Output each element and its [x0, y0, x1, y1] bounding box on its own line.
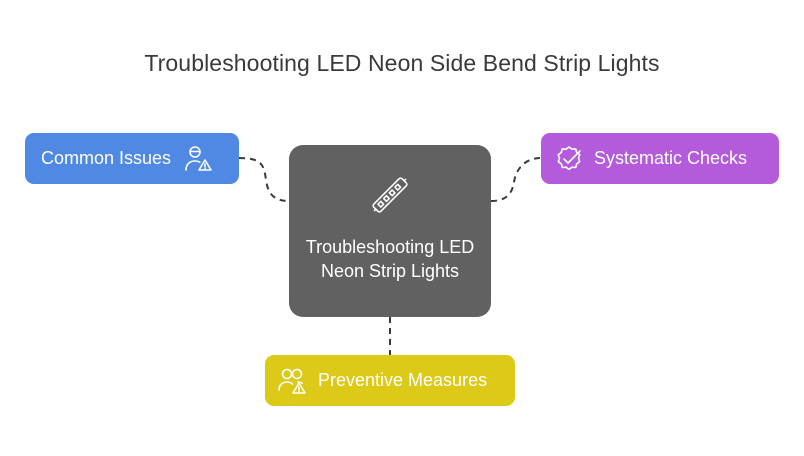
common-issues-node: Common Issues: [25, 133, 239, 184]
center-node: Troubleshooting LED Neon Strip Lights: [289, 145, 491, 317]
preventive-measures-label: Preventive Measures: [318, 370, 488, 390]
led-strip-icon: [372, 177, 408, 213]
systematic-checks-label: Systematic Checks: [594, 148, 748, 168]
users-warning-icon: [278, 368, 306, 394]
preventive-measures-node: Preventive Measures: [265, 355, 515, 406]
user-warning-icon: [185, 145, 212, 171]
systematic-checks-node: Systematic Checks: [541, 133, 779, 184]
connector-checks: [490, 157, 542, 202]
common-issues-label: Common Issues: [41, 148, 172, 168]
badge-check-icon: [557, 145, 581, 170]
diagram-title: Troubleshooting LED Neon Side Bend Strip…: [144, 50, 660, 76]
center-label: Troubleshooting LED Neon Strip Lights: [305, 237, 475, 281]
connector-issues: [238, 157, 290, 202]
